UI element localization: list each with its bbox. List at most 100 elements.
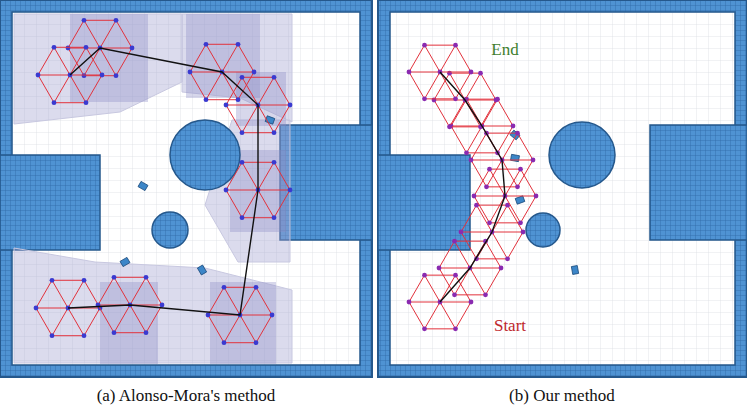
robot-dot	[453, 43, 458, 48]
robot-dot	[144, 330, 149, 335]
robot-dot	[464, 150, 469, 155]
robot-dot	[52, 45, 57, 50]
robot-dot	[494, 98, 499, 103]
robot-dot	[252, 70, 257, 75]
robot-dot	[50, 278, 55, 283]
robot-dot	[206, 313, 211, 318]
robot-dot	[82, 333, 87, 338]
robot-dot	[518, 220, 523, 225]
robot-dot	[114, 18, 119, 23]
wall-block	[650, 125, 747, 240]
robot-dot	[484, 184, 489, 189]
robot-dot	[112, 330, 117, 335]
robot-dot	[453, 273, 458, 278]
robot-dot	[82, 278, 87, 283]
robot-dot	[204, 42, 209, 47]
robot-dot	[240, 215, 245, 220]
robot-dot	[50, 333, 55, 338]
robot-dot	[487, 167, 492, 172]
robot-dot	[224, 188, 229, 193]
small-obstacle	[511, 154, 520, 161]
small-obstacle	[138, 181, 148, 190]
robot-dot	[240, 130, 245, 135]
trajectory-line	[440, 72, 505, 302]
robot-dot	[407, 70, 412, 75]
robot-dot	[66, 46, 71, 51]
robot-dot	[469, 158, 474, 163]
robot-dot	[160, 303, 165, 308]
robot-dot	[100, 73, 105, 78]
goal-label: End	[491, 41, 518, 60]
robot-dot	[483, 292, 488, 297]
robot-dot	[437, 266, 442, 271]
small-obstacle	[571, 266, 578, 275]
robot-dot	[472, 194, 477, 199]
round-obstacle	[170, 120, 240, 190]
robot-dot	[432, 98, 437, 103]
panel-caption: (a) Alonso-Mora's method	[97, 387, 276, 406]
robot-dot	[270, 313, 275, 318]
outer-wall	[0, 0, 372, 377]
small-obstacle	[197, 265, 206, 275]
robot-dot	[452, 292, 457, 297]
robot-dot	[112, 275, 117, 280]
robot-dot	[422, 96, 427, 101]
round-obstacle	[549, 122, 615, 188]
robot-dot	[515, 184, 520, 189]
panel-caption: (b) Our method	[509, 387, 615, 406]
robot-dot	[254, 340, 259, 345]
robot-dot	[82, 18, 87, 23]
robot-dot	[236, 97, 241, 102]
round-obstacle	[152, 212, 188, 248]
robot-dot	[272, 215, 277, 220]
robot-dot	[130, 46, 135, 51]
robot-dot	[447, 71, 452, 76]
wall-block	[378, 155, 470, 250]
robot-dot	[459, 230, 464, 235]
robot-dot	[114, 73, 119, 78]
robot-dot	[204, 97, 209, 102]
robot-dot	[84, 100, 89, 105]
convex-region	[14, 14, 182, 124]
robot-dot	[52, 100, 57, 105]
small-obstacle	[515, 196, 525, 204]
robot-dot	[407, 300, 412, 305]
robot-dot	[452, 239, 457, 244]
robot-dot	[188, 70, 193, 75]
robot-dot	[240, 75, 245, 80]
wall-block	[280, 125, 372, 240]
robot-dot	[240, 160, 245, 165]
small-obstacle	[120, 257, 130, 266]
trajectory-line	[68, 48, 258, 315]
robot-dot	[534, 194, 539, 199]
robot-dot	[518, 167, 523, 172]
robot-dot	[222, 285, 227, 290]
robot-dot	[422, 326, 427, 331]
robot-dot	[288, 103, 293, 108]
robot-dot	[144, 275, 149, 280]
robot-dot	[222, 340, 227, 345]
robot-dot	[272, 130, 277, 135]
round-obstacle	[526, 213, 560, 247]
robot-dot	[236, 42, 241, 47]
robot-dot	[469, 300, 474, 305]
robot-dot	[453, 96, 458, 101]
robot-dot	[453, 326, 458, 331]
robot-dot	[469, 70, 474, 75]
robot-dot	[505, 256, 510, 261]
convex-region	[14, 248, 292, 363]
robot-dot	[422, 43, 427, 48]
robot-dot	[531, 158, 536, 163]
robot-dot	[34, 306, 39, 311]
robot-dot	[511, 124, 516, 129]
robot-dot	[82, 73, 87, 78]
robot-dot	[224, 103, 229, 108]
map-panel	[0, 0, 372, 377]
wall-block	[0, 155, 100, 250]
robot-dot	[478, 71, 483, 76]
robot-dot	[422, 273, 427, 278]
outer-wall	[378, 0, 747, 377]
